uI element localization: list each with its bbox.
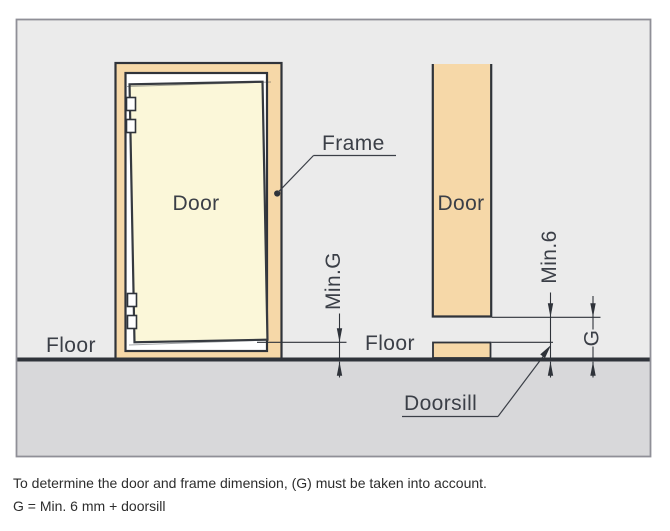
side-door-section	[431, 64, 493, 318]
g-arrow-up	[590, 361, 596, 376]
min-6-dimension-label: Min.6	[538, 230, 561, 283]
sketch-overshoot-bottom	[128, 339, 269, 346]
frame-label: Frame	[322, 132, 385, 155]
front-floor-label: Floor	[46, 334, 96, 357]
hinge-lower	[126, 292, 138, 330]
g-dimension-label: G	[581, 330, 604, 347]
side-floor-label: Floor	[365, 332, 415, 355]
caption: To determine the door and frame dimensio…	[13, 472, 653, 518]
doorsill-leader-arrow	[540, 345, 551, 359]
hinge-upper	[125, 96, 137, 134]
min-6-arrow-up	[547, 361, 554, 376]
sketch-overshoot-top	[126, 81, 272, 87]
min-g-arrow-down	[336, 328, 343, 343]
min-g-arrow-up	[336, 361, 343, 376]
min-6-arrow-down	[547, 303, 554, 318]
doorsill-section	[432, 341, 492, 359]
caption-line-1: To determine the door and frame dimensio…	[13, 475, 487, 491]
doorsill-label: Doorsill	[404, 392, 477, 415]
min-g-dimension-label: Min.G	[322, 252, 345, 310]
ground-region	[17, 359, 650, 456]
front-door-leaf	[128, 80, 269, 344]
side-door-label: Door	[437, 192, 484, 215]
caption-line-2: G = Min. 6 mm + doorsill	[13, 498, 166, 514]
front-door-label: Door	[172, 192, 219, 215]
frame-leader-line	[277, 155, 314, 194]
g-arrow-down	[590, 303, 596, 318]
